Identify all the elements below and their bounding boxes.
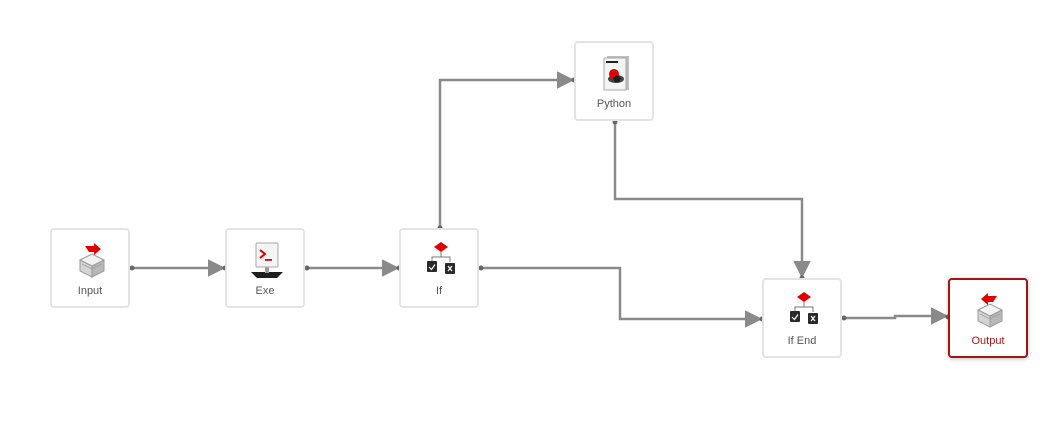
connector-ifend-output[interactable] bbox=[844, 307, 949, 325]
if-branch-icon bbox=[421, 240, 461, 280]
connector-port bbox=[841, 315, 847, 321]
node-output[interactable]: Output bbox=[948, 278, 1028, 358]
node-input[interactable]: Input bbox=[50, 228, 130, 308]
node-label: If End bbox=[787, 335, 817, 347]
input-box-icon bbox=[72, 240, 112, 280]
if-end-icon bbox=[784, 290, 824, 330]
connector-port bbox=[304, 265, 310, 271]
terminal-icon bbox=[247, 240, 287, 280]
node-label: If bbox=[435, 285, 443, 297]
node-if[interactable]: If bbox=[399, 228, 479, 308]
node-python[interactable]: Python bbox=[574, 41, 654, 121]
connector-python-ifend[interactable] bbox=[613, 122, 811, 279]
node-if-end[interactable]: If End bbox=[762, 278, 842, 358]
python-script-icon bbox=[596, 53, 636, 93]
node-label: Exe bbox=[255, 285, 275, 297]
connector-port bbox=[478, 265, 484, 271]
node-exe[interactable]: Exe bbox=[225, 228, 305, 308]
node-label: Input bbox=[77, 285, 103, 297]
connector-if-ifend[interactable] bbox=[481, 266, 763, 328]
node-label: Python bbox=[596, 98, 632, 110]
connector-port bbox=[129, 265, 135, 271]
connector-if-python[interactable] bbox=[438, 71, 575, 228]
output-box-icon bbox=[970, 290, 1010, 330]
node-label: Output bbox=[971, 335, 1005, 347]
